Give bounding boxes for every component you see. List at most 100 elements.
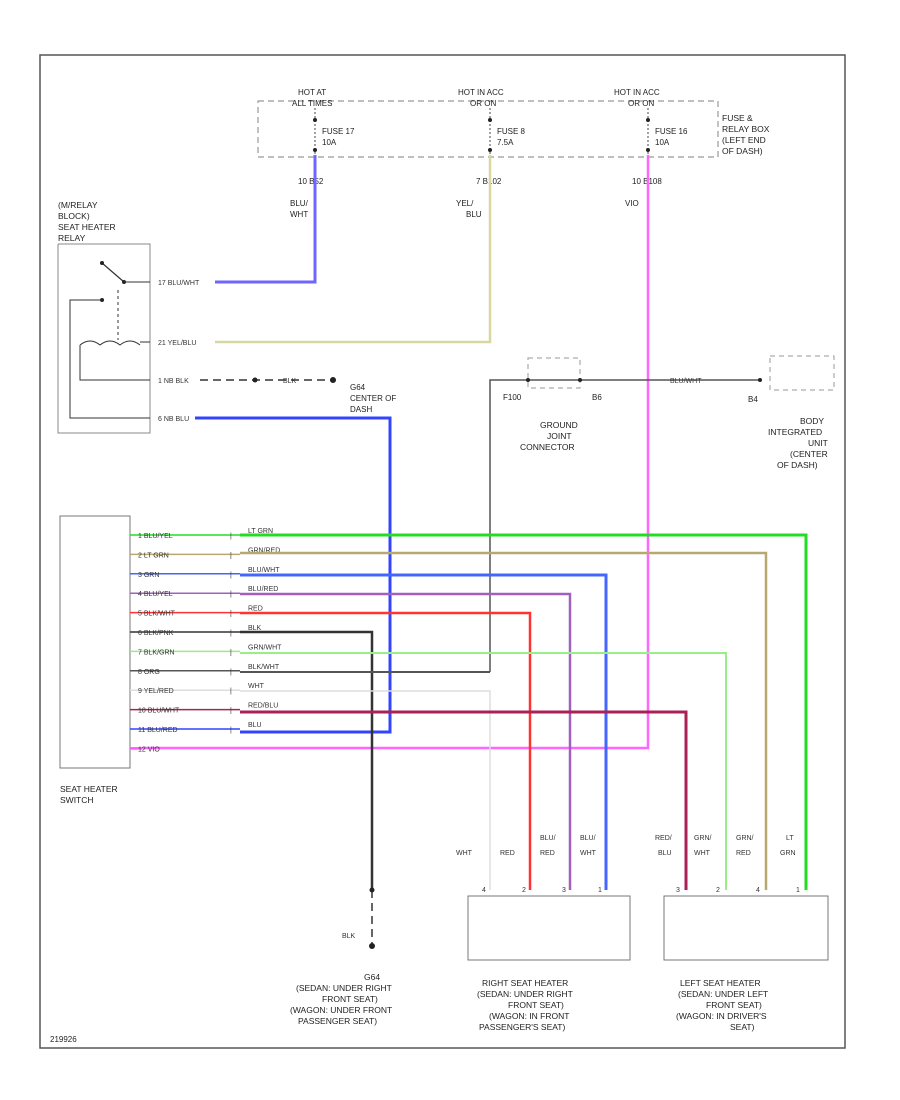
- switch-connector-mark: |: [230, 708, 232, 715]
- right-heater-label-2: (SEDAN: UNDER RIGHT: [477, 989, 573, 999]
- relay-pin-17: 17 BLU/WHT: [124, 280, 200, 287]
- relay-pin-1-label: 1 NB BLK: [158, 378, 189, 385]
- left-heater-wire-1a: RED/: [655, 835, 672, 842]
- left-heater-wire-2a: GRN/: [694, 835, 712, 842]
- ground-bottom-label-2: (SEDAN: UNDER RIGHT: [296, 983, 392, 993]
- left-heater-pin-3: 4: [756, 887, 760, 894]
- wire-label-yel-blu-2: BLU: [466, 210, 482, 219]
- right-heater-wire-4a: BLU/: [580, 835, 596, 842]
- switch-pin-row: 6 BLK/PNK|BLK: [130, 625, 262, 637]
- switch-pin-left-label: 4 BLU/YEL: [138, 591, 173, 598]
- relay-pin-21: 21 YEL/BLU: [140, 340, 196, 347]
- fuse-8: HOT IN ACC OR ON FUSE 8 7.5A 7 B102: [458, 88, 526, 186]
- relay-pin-21-label: 21 YEL/BLU: [158, 340, 196, 347]
- wire-vio-fuse-switch: [142, 155, 650, 750]
- switch-pin-right-label: WHT: [248, 683, 265, 690]
- body-integrated-unit: B4 BODY INTEGRATED UNIT (CENTER OF DASH): [748, 355, 835, 470]
- left-heater-label-4: (WAGON: IN DRIVER'S: [676, 1011, 767, 1021]
- wire-red-blu: [240, 710, 688, 890]
- switch-connector-mark: |: [230, 669, 232, 676]
- ground-bottom-label-4: (WAGON: UNDER FRONT: [290, 1005, 392, 1015]
- left-seat-heater: RED/ BLU GRN/ WHT GRN/ RED LT GRN 3 2 4 …: [655, 835, 829, 1032]
- left-heater-pin-2: 2: [716, 887, 720, 894]
- switch-pin-row: 4 BLU/YEL|BLU/RED: [130, 586, 278, 598]
- switch-pin-right-label: BLK: [248, 625, 262, 632]
- left-heater-label-5: SEAT): [730, 1022, 755, 1032]
- ground-mid-wire: BLK: [283, 378, 297, 385]
- left-heater-wire-3b: RED: [736, 850, 751, 857]
- left-heater-wire-3a: GRN/: [736, 835, 754, 842]
- switch-label-2: SWITCH: [60, 795, 94, 805]
- relay-label-2: BLOCK): [58, 211, 90, 221]
- switch-pin-right-label: RED: [248, 606, 263, 613]
- switch-pin-left-label: 11 BLU/RED: [138, 727, 178, 734]
- diagram-id: 219926: [50, 1035, 77, 1044]
- ground-bottom-label-1: G64: [364, 972, 380, 982]
- switch-pin-row: 9 YEL/RED|WHT: [130, 683, 265, 695]
- body-unit-label-4: (CENTER: [790, 449, 828, 459]
- ground-bottom-label-3: FRONT SEAT): [322, 994, 378, 1004]
- ground-joint-pin-f100: F100: [503, 393, 522, 402]
- switch-pin-row: 5 BLK/WHT | RED: [130, 606, 263, 618]
- right-seat-heater: WHT RED BLU/ RED BLU/ WHT 4 2 3 1 RIGHT …: [456, 835, 631, 1032]
- relay-pin-1: 1 NB BLK: [158, 378, 189, 385]
- fuse-16-hot-1: HOT IN ACC: [614, 88, 660, 97]
- heater-wires: [240, 533, 808, 890]
- ground-mid-label-2: CENTER OF: [350, 394, 396, 403]
- fuse-16-hot-2: OR ON: [628, 99, 654, 108]
- switch-pin-left-label: 1 BLU/YEL: [138, 533, 173, 540]
- body-unit-label-3: UNIT: [808, 438, 828, 448]
- ground-joint-wire: BLU/WHT: [670, 378, 702, 385]
- right-heater-label-3: FRONT SEAT): [508, 1000, 564, 1010]
- switch-connector-mark: |: [230, 591, 232, 598]
- fuse-8-amps: 7.5A: [497, 138, 514, 147]
- fuse-17-hot-1: HOT AT: [298, 88, 326, 97]
- right-heater-wire-4b: WHT: [580, 850, 597, 857]
- wire-label-yel-blu-1: YEL/: [456, 199, 474, 208]
- ground-bottom-wire: BLK: [342, 933, 356, 940]
- switch-connector-mark: |: [230, 611, 232, 618]
- switch-connector-mark: |: [230, 727, 232, 734]
- switch-pin-left-label: 7 BLK/GRN: [138, 649, 175, 656]
- switch-pin-left-label: 3 GRN: [138, 572, 159, 579]
- relay-pin-17-label: 17 BLU/WHT: [158, 280, 200, 287]
- right-heater-label-1: RIGHT SEAT HEATER: [482, 978, 568, 988]
- switch-pin-row: 12 VIO: [130, 746, 160, 753]
- left-heater-pin-4: 1: [796, 887, 800, 894]
- fuse-relay-box: FUSE & RELAY BOX (LEFT END OF DASH) HOT …: [257, 88, 770, 186]
- left-heater-pin-1: 3: [676, 887, 680, 894]
- fuse-box-label-2: RELAY BOX: [722, 124, 770, 134]
- wire-grn-wht: [240, 652, 727, 890]
- wire-label-blu-wht-1: BLU/: [290, 199, 309, 208]
- switch-label-1: SEAT HEATER: [60, 784, 118, 794]
- switch-pin-row: 1 BLU/YEL|LT GRN: [130, 528, 273, 540]
- body-unit-label-5: OF DASH): [777, 460, 818, 470]
- wire-blu-wht-fuse-relay: [215, 155, 317, 284]
- switch-pin-left-label: 6 BLK/PNK: [138, 630, 174, 637]
- switch-pin-left-label: 5 BLK/WHT: [138, 611, 176, 618]
- left-heater-label-2: (SEDAN: UNDER LEFT: [678, 989, 768, 999]
- wire-yel-blu-fuse-relay: [215, 155, 492, 344]
- right-heater-wire-3b: RED: [540, 850, 555, 857]
- switch-pin-left-label: 2 LT GRN: [138, 552, 169, 559]
- left-heater-wire-2b: WHT: [694, 850, 711, 857]
- fuse-box-label-4: OF DASH): [722, 146, 763, 156]
- wire-blu-wht: [240, 573, 608, 890]
- wire-wht: [240, 690, 491, 890]
- fuse-17-amps: 10A: [322, 138, 337, 147]
- body-unit-pin: B4: [748, 395, 758, 404]
- switch-pin-row: 2 LT GRN|GRN/RED: [130, 547, 280, 559]
- wire-lt-grn: [240, 533, 808, 890]
- wire-grn-red: [240, 551, 768, 890]
- switch-connector-mark: |: [230, 552, 232, 559]
- fuse-8-hot-2: OR ON: [470, 99, 496, 108]
- switch-pin-right-label: RED/BLU: [248, 703, 278, 710]
- wire-blu-red: [240, 592, 572, 890]
- fuse-17-hot-2: ALL TIMES: [292, 99, 332, 108]
- switch-pin-right-label: GRN/WHT: [248, 644, 282, 651]
- switch-pin-right-label: LT GRN: [248, 528, 273, 535]
- diagram-frame: [39, 54, 846, 1049]
- fuse-8-label: FUSE 8: [497, 127, 526, 136]
- ground-joint-label-2: JOINT: [547, 431, 572, 441]
